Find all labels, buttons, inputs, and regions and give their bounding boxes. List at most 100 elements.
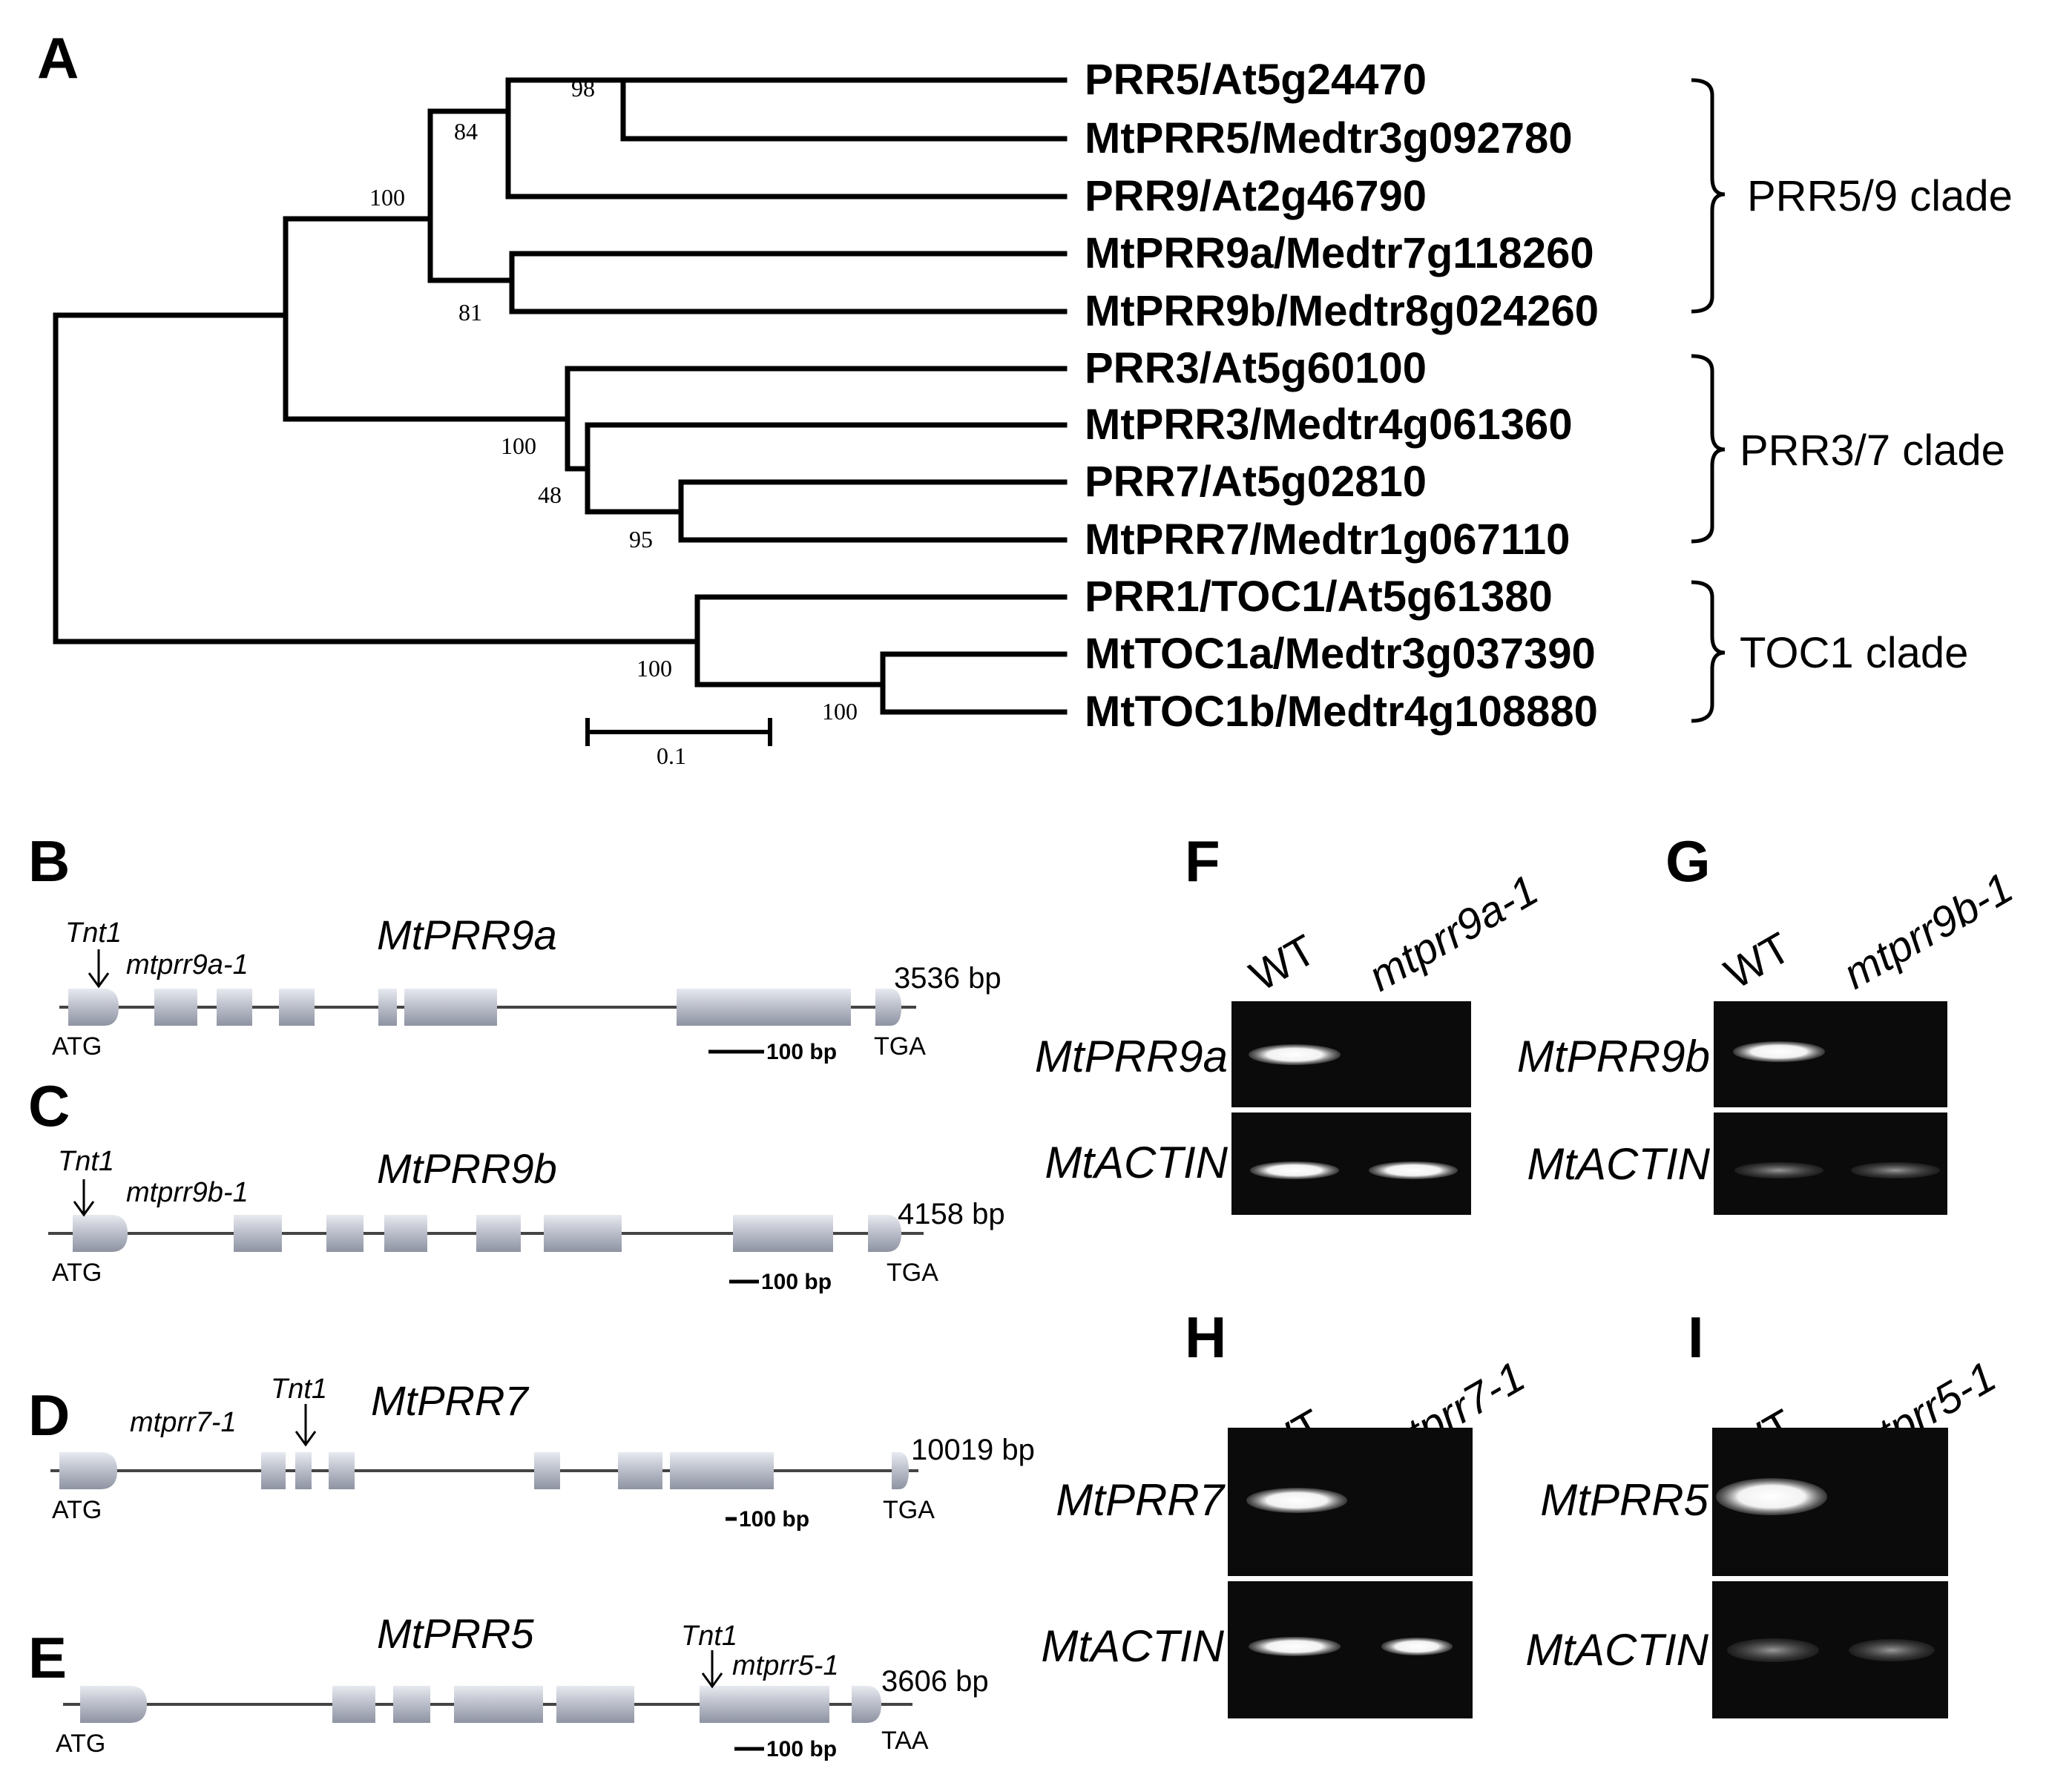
gel-row-label: MtPRR9b <box>1517 1032 1710 1081</box>
taxon-label: MtPRR9a/Medtr7g118260 <box>1085 229 1594 277</box>
gene-length: 3606 bp <box>881 1665 989 1698</box>
exon-last <box>852 1686 881 1723</box>
panel-g: G WT mtprr9b-1 MtPRR9b MtACTIN <box>1517 828 2021 1215</box>
exon <box>154 989 197 1026</box>
taxon-label: PRR7/At5g02810 <box>1085 458 1427 506</box>
clade-label: PRR3/7 clade <box>1740 426 2005 475</box>
tree-scale-label: 0.1 <box>657 742 686 769</box>
panel-label-a: A <box>37 25 79 90</box>
gel-band <box>1727 1638 1819 1662</box>
exon <box>618 1452 662 1489</box>
gel-band <box>1849 1639 1935 1661</box>
start-codon: ATG <box>52 1032 102 1061</box>
gel-band <box>1716 1478 1827 1515</box>
panel-label-h: H <box>1185 1305 1226 1370</box>
exon-first <box>68 989 119 1026</box>
insertion-arrow-head <box>701 1672 723 1689</box>
gel-band <box>1734 1162 1823 1179</box>
allele-label: mtprr5-1 <box>732 1650 839 1681</box>
exon <box>217 989 252 1026</box>
exon-first <box>59 1452 117 1489</box>
gel-band <box>1250 1161 1339 1179</box>
gel-divider <box>1712 1576 1948 1581</box>
allele-label: mtprr7-1 <box>130 1407 237 1438</box>
taxon-label: PRR3/At5g60100 <box>1085 344 1427 392</box>
bootstrap-value: 100 <box>822 698 858 725</box>
panel-f: F WT mtprr9a-1 MtPRR9a MtACTIN <box>1035 828 1546 1215</box>
insertion-arrow-head <box>88 972 110 989</box>
gene-name: MtPRR9b <box>377 1145 557 1192</box>
gel-lane-label: mtprr9a-1 <box>1361 866 1546 1001</box>
exon <box>378 989 397 1026</box>
tree-scale-bar: 0.1 <box>585 718 772 769</box>
taxon-label: MtTOC1b/Medtr4g108880 <box>1085 688 1598 736</box>
exon <box>295 1452 312 1489</box>
exon <box>261 1452 286 1489</box>
start-codon: ATG <box>52 1259 102 1287</box>
panel-e: E Tnt1 mtprr5-1 MtPRR5 3606 bp ATG TAA 1… <box>28 1610 989 1761</box>
panel-b: B Tnt1 mtprr9a-1 MtPRR9a 3536 bp ATG TGA… <box>28 828 1002 1064</box>
gel-row-label: MtPRR9a <box>1035 1032 1228 1081</box>
exon <box>544 1215 622 1252</box>
bp-scale-label: 100 bp <box>766 1040 837 1064</box>
taxon-label: MtPRR3/Medtr4g061360 <box>1085 400 1573 449</box>
exon <box>404 989 497 1026</box>
gel-row-label: MtPRR5 <box>1540 1475 1708 1525</box>
clade-label: PRR5/9 clade <box>1747 172 2013 220</box>
gel-lane-label: WT <box>1242 926 1324 1001</box>
exon <box>332 1686 375 1723</box>
gel-band <box>1733 1041 1825 1062</box>
gene-name: MtPRR7 <box>371 1377 529 1424</box>
panel-h: H WT mtprr7-1 MtPRR7 MtACTIN <box>1041 1305 1533 1718</box>
exon-last <box>868 1215 901 1252</box>
exon <box>454 1686 543 1723</box>
gel-divider <box>1231 1107 1471 1112</box>
taxon-label: PRR5/At5g24470 <box>1085 56 1427 104</box>
stop-codon: TAA <box>881 1727 929 1755</box>
bp-scale-label: 100 bp <box>739 1507 809 1532</box>
gene-name: MtPRR5 <box>377 1610 534 1657</box>
allele-label: mtprr9b-1 <box>126 1177 249 1208</box>
taxon-label: PRR1/TOC1/At5g61380 <box>1085 573 1553 621</box>
gene-length: 3536 bp <box>894 962 1002 995</box>
panel-label-i: I <box>1688 1305 1704 1370</box>
gel-band <box>1246 1488 1347 1513</box>
exon-last <box>875 989 901 1026</box>
exon <box>556 1686 634 1723</box>
clade-bracket <box>1691 78 1726 314</box>
gel-band <box>1369 1161 1458 1179</box>
gel-divider <box>1714 1107 1947 1112</box>
taxon-label: MtTOC1a/Medtr3g037390 <box>1085 630 1596 678</box>
gel-row-label: MtACTIN <box>1525 1625 1708 1675</box>
insertion-label: Tnt1 <box>271 1374 327 1405</box>
allele-label: mtprr9a-1 <box>126 949 249 980</box>
start-codon: ATG <box>56 1730 105 1758</box>
panel-label-f: F <box>1185 828 1220 894</box>
gel-band <box>1249 1637 1341 1656</box>
bp-scale-label: 100 bp <box>766 1737 837 1761</box>
bootstrap-value: 81 <box>458 299 482 326</box>
insertion-label: Tnt1 <box>681 1621 737 1652</box>
panel-c: C Tnt1 mtprr9b-1 MtPRR9b 4158 bp ATG TGA… <box>28 1073 1005 1294</box>
panel-label-g: G <box>1665 828 1711 894</box>
gel-band <box>1249 1044 1341 1065</box>
bootstrap-value: 84 <box>454 118 478 145</box>
exon <box>733 1215 833 1252</box>
insertion-label: Tnt1 <box>58 1146 114 1177</box>
stop-codon: TGA <box>887 1259 938 1287</box>
exon <box>677 989 851 1026</box>
gel-band <box>1381 1638 1453 1655</box>
panel-label-c: C <box>28 1073 70 1138</box>
bootstrap-value: 100 <box>637 655 672 682</box>
gel-row-label: MtACTIN <box>1041 1621 1224 1671</box>
taxon-label: PRR9/At2g46790 <box>1085 172 1427 220</box>
clade-bracket <box>1691 354 1726 544</box>
clade-label: TOC1 clade <box>1740 629 1968 677</box>
exon <box>476 1215 521 1252</box>
exon <box>384 1215 427 1252</box>
gel-row-label: MtACTIN <box>1045 1138 1228 1187</box>
bootstrap-value: 48 <box>538 481 562 508</box>
insertion-arrow-head <box>73 1201 95 1217</box>
exon-first <box>73 1215 128 1252</box>
gel-divider <box>1228 1576 1473 1581</box>
